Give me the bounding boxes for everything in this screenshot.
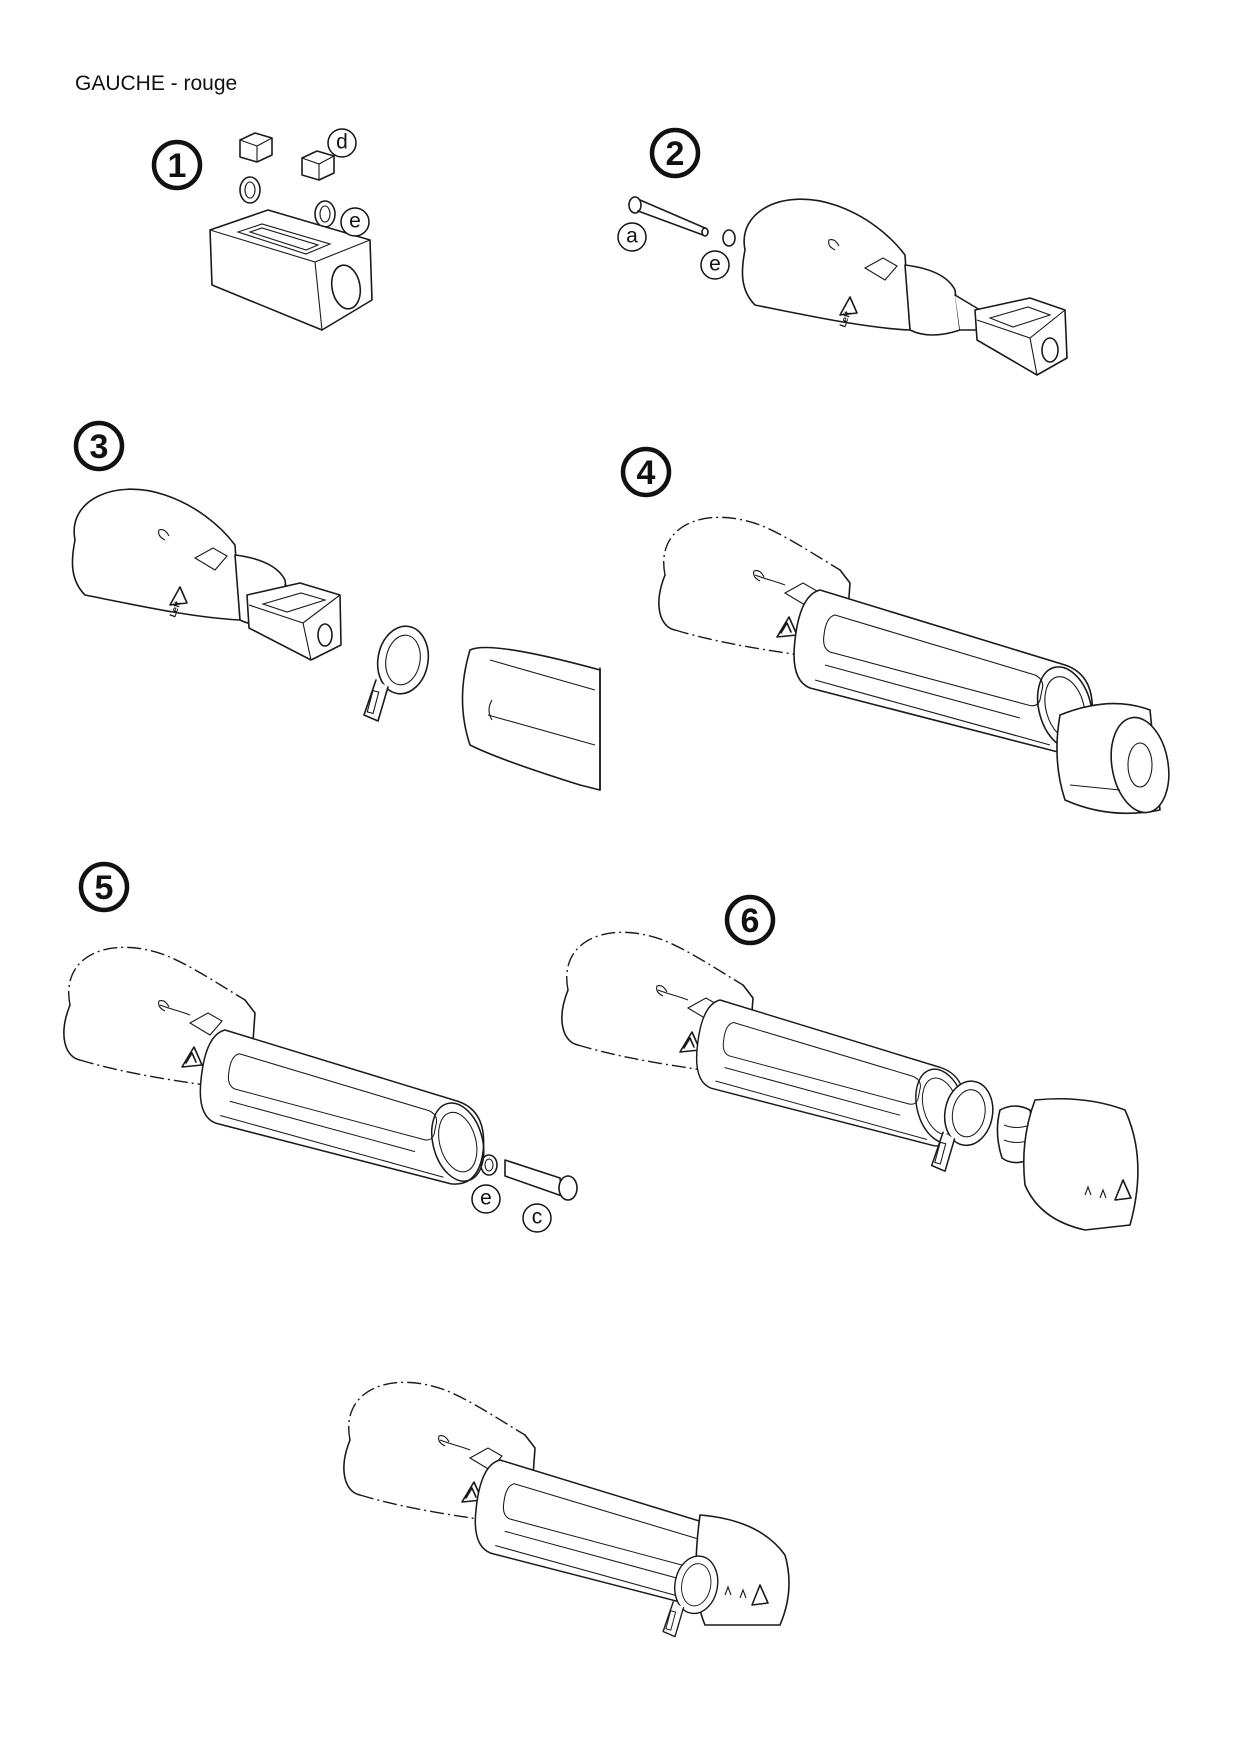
final-assembly xyxy=(343,1381,790,1638)
washer xyxy=(722,229,736,247)
step-3: 3 Left xyxy=(71,420,601,791)
end-weight xyxy=(996,1098,1139,1231)
step-5-badge: 5 xyxy=(78,861,130,913)
svg-text:a: a xyxy=(626,225,638,248)
svg-text:e: e xyxy=(349,210,361,233)
step-3-number: 3 xyxy=(90,428,109,466)
callout-c: c xyxy=(522,1203,552,1233)
svg-text:e: e xyxy=(709,253,721,276)
grip-body xyxy=(793,589,1102,757)
step-1: 1 d e xyxy=(151,128,373,331)
callout-e: e xyxy=(471,1184,501,1214)
svg-text:c: c xyxy=(532,1206,543,1229)
grip-body xyxy=(695,999,974,1150)
step-6-number: 6 xyxy=(741,902,760,940)
lever-with-adapter: Left xyxy=(71,488,342,661)
callout-a: a xyxy=(617,222,647,252)
hex-nut-2 xyxy=(301,150,335,181)
grip-body xyxy=(199,1029,493,1188)
step-5-number: 5 xyxy=(95,869,114,907)
adapter-block xyxy=(209,209,373,331)
svg-text:e: e xyxy=(480,1187,492,1210)
grip-partial xyxy=(461,646,601,791)
hex-nut-1 xyxy=(239,132,273,163)
lever-housing: Left xyxy=(741,198,1068,376)
step-6-badge: 6 xyxy=(724,894,776,946)
step-5: 5 e c xyxy=(63,861,578,1233)
callout-d: d xyxy=(327,128,357,158)
short-bolt xyxy=(504,1159,578,1201)
callout-e: e xyxy=(340,207,370,237)
washer xyxy=(480,1154,498,1176)
washer-2 xyxy=(314,200,336,228)
step-2-badge: 2 xyxy=(649,127,701,179)
step-1-badge: 1 xyxy=(151,139,203,191)
step-3-badge: 3 xyxy=(73,420,125,472)
step-4-number: 4 xyxy=(637,454,656,492)
washer-1 xyxy=(239,176,261,204)
callout-e: e xyxy=(700,250,730,280)
step-4: 4 xyxy=(620,446,1170,815)
step-6: 6 xyxy=(561,894,1139,1231)
clamp-ring xyxy=(363,621,435,722)
long-bolt xyxy=(628,196,709,237)
step-1-number: 1 xyxy=(168,147,187,185)
page-title: GAUCHE - rouge xyxy=(75,72,238,95)
svg-text:d: d xyxy=(336,131,348,154)
end-cap xyxy=(1056,702,1170,815)
step-2-number: 2 xyxy=(666,135,685,173)
step-2: 2 a e Left xyxy=(617,127,1068,376)
step-4-badge: 4 xyxy=(620,446,672,498)
